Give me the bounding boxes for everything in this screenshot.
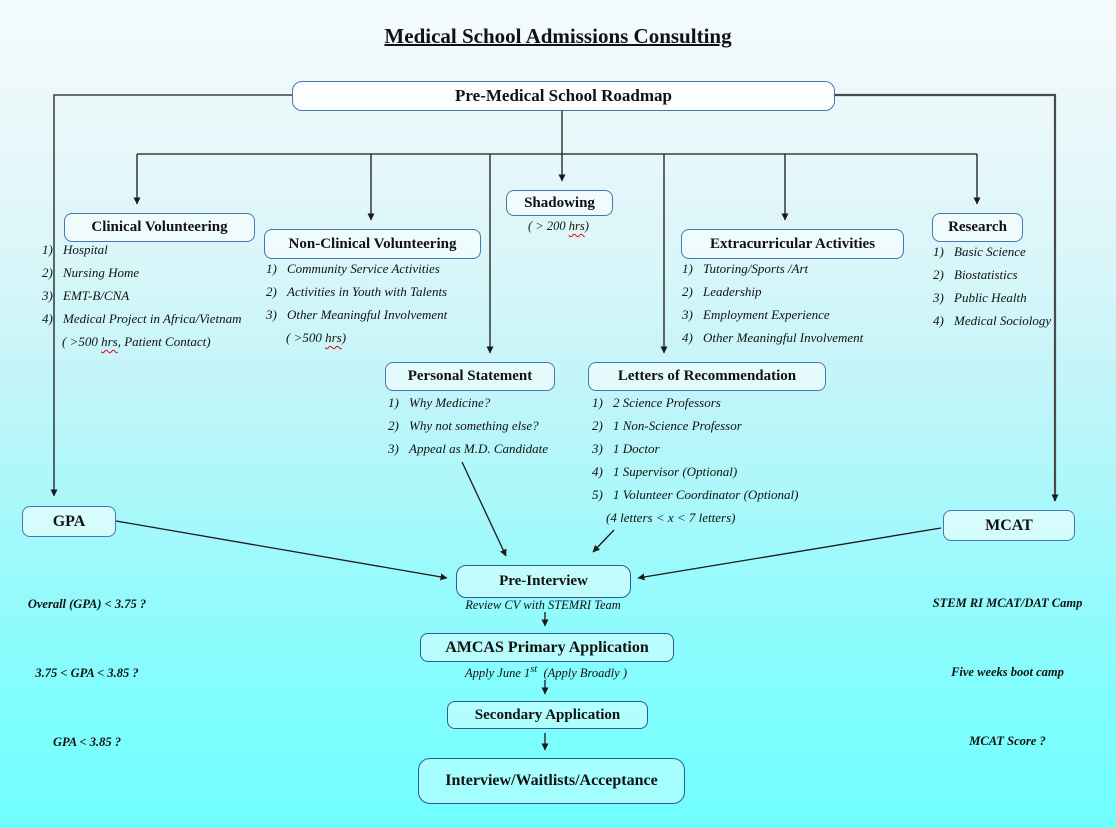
mcat-line: STEM RI MCAT/DAT Camp: [932, 596, 1083, 610]
superscript-st: st: [530, 664, 538, 675]
spellcheck-squiggle: hrs: [325, 330, 342, 345]
node-clinical-volunteering: Clinical Volunteering: [64, 213, 255, 242]
list-item: 1)Tutoring/Sports /Art: [682, 261, 809, 276]
node-roadmap-label: Pre-Medical School Roadmap: [455, 86, 672, 105]
list-item: 1)Hospital: [42, 242, 108, 257]
page-title: Medical School Admissions Consulting: [384, 24, 732, 48]
node-letters-of-recommendation: Letters of Recommendation: [588, 362, 826, 391]
node-personal-statement: Personal Statement: [385, 362, 555, 391]
mcat-note-lines: STEM RI MCAT/DAT Camp Five weeks boot ca…: [915, 546, 1100, 799]
gpa-line: GPA < 3.85 ?: [52, 735, 121, 749]
node-research: Research: [932, 213, 1023, 242]
node-interview-waitlists-acceptance: Interview/Waitlists/Acceptance: [418, 758, 685, 804]
list-item: 3)Public Health: [933, 290, 1027, 305]
connector-letters-to-pre-interview: [592, 529, 615, 553]
node-extracurricular-activities-label: Extracurricular Activities: [709, 235, 876, 252]
list-item: 3)1 Doctor: [592, 441, 660, 456]
node-research-label: Research: [948, 219, 1007, 235]
node-pre-interview: Pre-Interview: [456, 565, 631, 598]
connector-mcat-to-pre-interview: [637, 527, 942, 581]
node-amcas-primary-application-label: AMCAS Primary Application: [445, 638, 649, 656]
node-non-clinical-volunteering: Non-Clinical Volunteering: [264, 229, 481, 259]
gpa-line: Overall (GPA) < 3.75 ?: [27, 597, 147, 611]
clinical-volunteering-items: 1)Hospital 2)Nursing Home 3)EMT-B/CNA 4)…: [42, 238, 287, 353]
mcat-line: MCAT Score ?: [969, 734, 1046, 748]
node-gpa: GPA: [22, 506, 116, 537]
node-gpa-label: GPA: [52, 512, 86, 530]
list-item: 2)Nursing Home: [42, 265, 140, 280]
list-item: 1)Why Medicine?: [388, 395, 491, 410]
node-mcat: MCAT: [943, 510, 1075, 541]
letters-items: 1)2 Science Professors 2)1 Non-Science P…: [592, 391, 837, 529]
gpa-question-lines: Overall (GPA) < 3.75 ? 3.75 < GPA < 3.85…: [2, 547, 172, 800]
node-personal-statement-label: Personal Statement: [407, 368, 533, 384]
list-item: 1)2 Science Professors: [592, 395, 721, 410]
clinical-hours-note: ( >500 hrs, Patient Contact): [62, 334, 211, 349]
list-item: 5)1 Volunteer Coordinator (Optional): [592, 487, 799, 502]
non-clinical-hours-note: ( >500 hrs): [286, 330, 347, 345]
connector-personal-statement-to-pre-interview: [461, 461, 507, 557]
mcat-line: Five weeks boot camp: [951, 665, 1064, 679]
list-item: 2)Activities in Youth with Talents: [266, 284, 448, 299]
node-secondary-application-label: Secondary Application: [474, 706, 621, 723]
list-item: 2)1 Non-Science Professor: [592, 418, 742, 433]
shadowing-hours-note: ( > 200 hrs): [528, 219, 589, 233]
node-clinical-volunteering-label: Clinical Volunteering: [91, 219, 228, 235]
personal-statement-items: 1)Why Medicine? 2)Why not something else…: [388, 391, 588, 460]
node-pre-interview-label: Pre-Interview: [499, 573, 588, 589]
list-item: 2)Why not something else?: [388, 418, 539, 433]
gpa-line: 3.75 < GPA < 3.85 ?: [35, 666, 139, 680]
list-item: 3)EMT-B/CNA: [42, 288, 130, 303]
node-secondary-application: Secondary Application: [447, 701, 648, 729]
node-extracurricular-activities: Extracurricular Activities: [681, 229, 904, 259]
research-items: 1)Basic Science 2)Biostatistics 3)Public…: [933, 240, 1108, 332]
node-interview-waitlists-acceptance-label: Interview/Waitlists/Acceptance: [445, 772, 658, 789]
spellcheck-squiggle: hrs: [568, 219, 585, 233]
list-item: 3)Appeal as M.D. Candidate: [388, 441, 549, 456]
spellcheck-squiggle: hrs: [101, 334, 118, 349]
node-amcas-primary-application: AMCAS Primary Application: [420, 633, 674, 662]
list-item: 3)Employment Experience: [682, 307, 830, 322]
list-item: 3)Other Meaningful Involvement: [266, 307, 448, 322]
list-item: 2)Biostatistics: [933, 267, 1018, 282]
pre-interview-note: Review CV with STEMRI Team: [465, 598, 621, 612]
list-item: 1)Community Service Activities: [266, 261, 440, 276]
list-item: 4)Other Meaningful Involvement: [682, 330, 864, 345]
amcas-note: Apply June 1st (Apply Broadly ): [464, 664, 627, 681]
node-non-clinical-volunteering-label: Non-Clinical Volunteering: [288, 235, 457, 252]
extracurricular-items: 1)Tutoring/Sports /Art 2)Leadership 3)Em…: [682, 257, 912, 349]
list-item: 1)Basic Science: [933, 244, 1026, 259]
non-clinical-volunteering-items: 1)Community Service Activities 2)Activit…: [266, 257, 501, 349]
node-roadmap: Pre-Medical School Roadmap: [292, 81, 835, 111]
node-mcat-label: MCAT: [985, 516, 1033, 534]
list-item: 4)1 Supervisor (Optional): [592, 464, 738, 479]
list-item: 2)Leadership: [682, 284, 762, 299]
letters-count-note: (4 letters < x < 7 letters): [606, 510, 736, 525]
list-item: 4)Medical Sociology: [933, 313, 1052, 328]
node-shadowing: Shadowing: [506, 190, 613, 216]
node-shadowing-label: Shadowing: [524, 194, 595, 211]
node-letters-of-recommendation-label: Letters of Recommendation: [617, 368, 797, 384]
list-item: 4)Medical Project in Africa/Vietnam: [42, 311, 242, 326]
